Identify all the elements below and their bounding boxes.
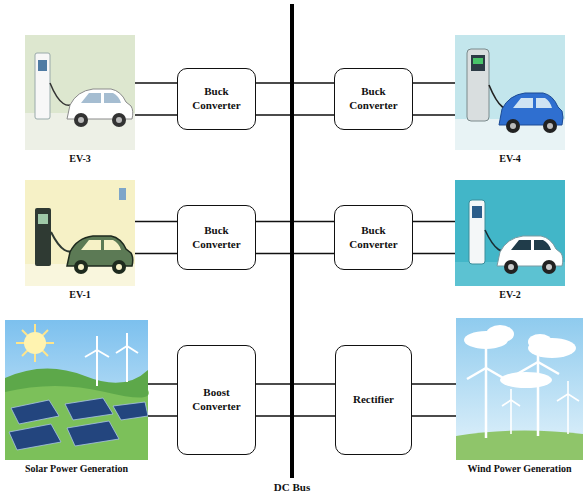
dc-bus: DC Bus (290, 4, 294, 478)
wire-pair (256, 83, 290, 115)
rectifier-box: Rectifier (335, 345, 412, 455)
ev-picture: EV-1 (25, 180, 135, 286)
solar-generation-picture: Solar Power Generation (5, 320, 148, 460)
ev-1-illustration (25, 180, 135, 286)
bus-label: DC Bus (273, 481, 311, 493)
box-label: Boost Converter (182, 386, 251, 414)
ev-picture: EV-4 (455, 35, 565, 150)
ev-4-illustration (455, 35, 565, 150)
wire-pair (148, 384, 177, 416)
converter-box: Buck Converter (177, 205, 256, 270)
box-label: Buck Converter (182, 224, 251, 252)
wire-pair (413, 83, 455, 115)
wire-pair (135, 83, 177, 115)
box-label: Rectifier (353, 393, 394, 407)
converter-box: Buck Converter (334, 205, 413, 270)
wire-pair (256, 222, 290, 254)
wire-pair (294, 83, 334, 115)
picture-caption: Solar Power Generation (24, 463, 129, 474)
wire-pair (135, 222, 177, 254)
converter-box: Buck Converter (177, 68, 256, 130)
converter-box: Boost Converter (177, 345, 256, 455)
wire-pair (294, 384, 335, 416)
wire-pair (412, 384, 456, 416)
wind-generation-picture: Wind Power Generation (456, 318, 583, 460)
picture-caption: Wind Power Generation (466, 463, 572, 474)
wind-illustration (456, 318, 583, 460)
ev-3-illustration (25, 35, 135, 150)
wire-pair (256, 384, 290, 416)
picture-caption: EV-3 (68, 153, 91, 164)
ev-picture: EV-3 (25, 35, 135, 150)
box-label: Buck Converter (339, 224, 408, 252)
picture-caption: EV-4 (498, 153, 521, 164)
wire-pair (294, 222, 334, 254)
ev-picture: EV-2 (455, 180, 565, 286)
picture-caption: EV-1 (68, 289, 91, 300)
box-label: Buck Converter (339, 85, 408, 113)
picture-caption: EV-2 (498, 289, 521, 300)
wire-pair (413, 222, 455, 254)
converter-box: Buck Converter (334, 68, 413, 130)
solar-illustration (5, 320, 149, 460)
box-label: Buck Converter (182, 85, 251, 113)
ev-2-illustration (455, 180, 565, 286)
